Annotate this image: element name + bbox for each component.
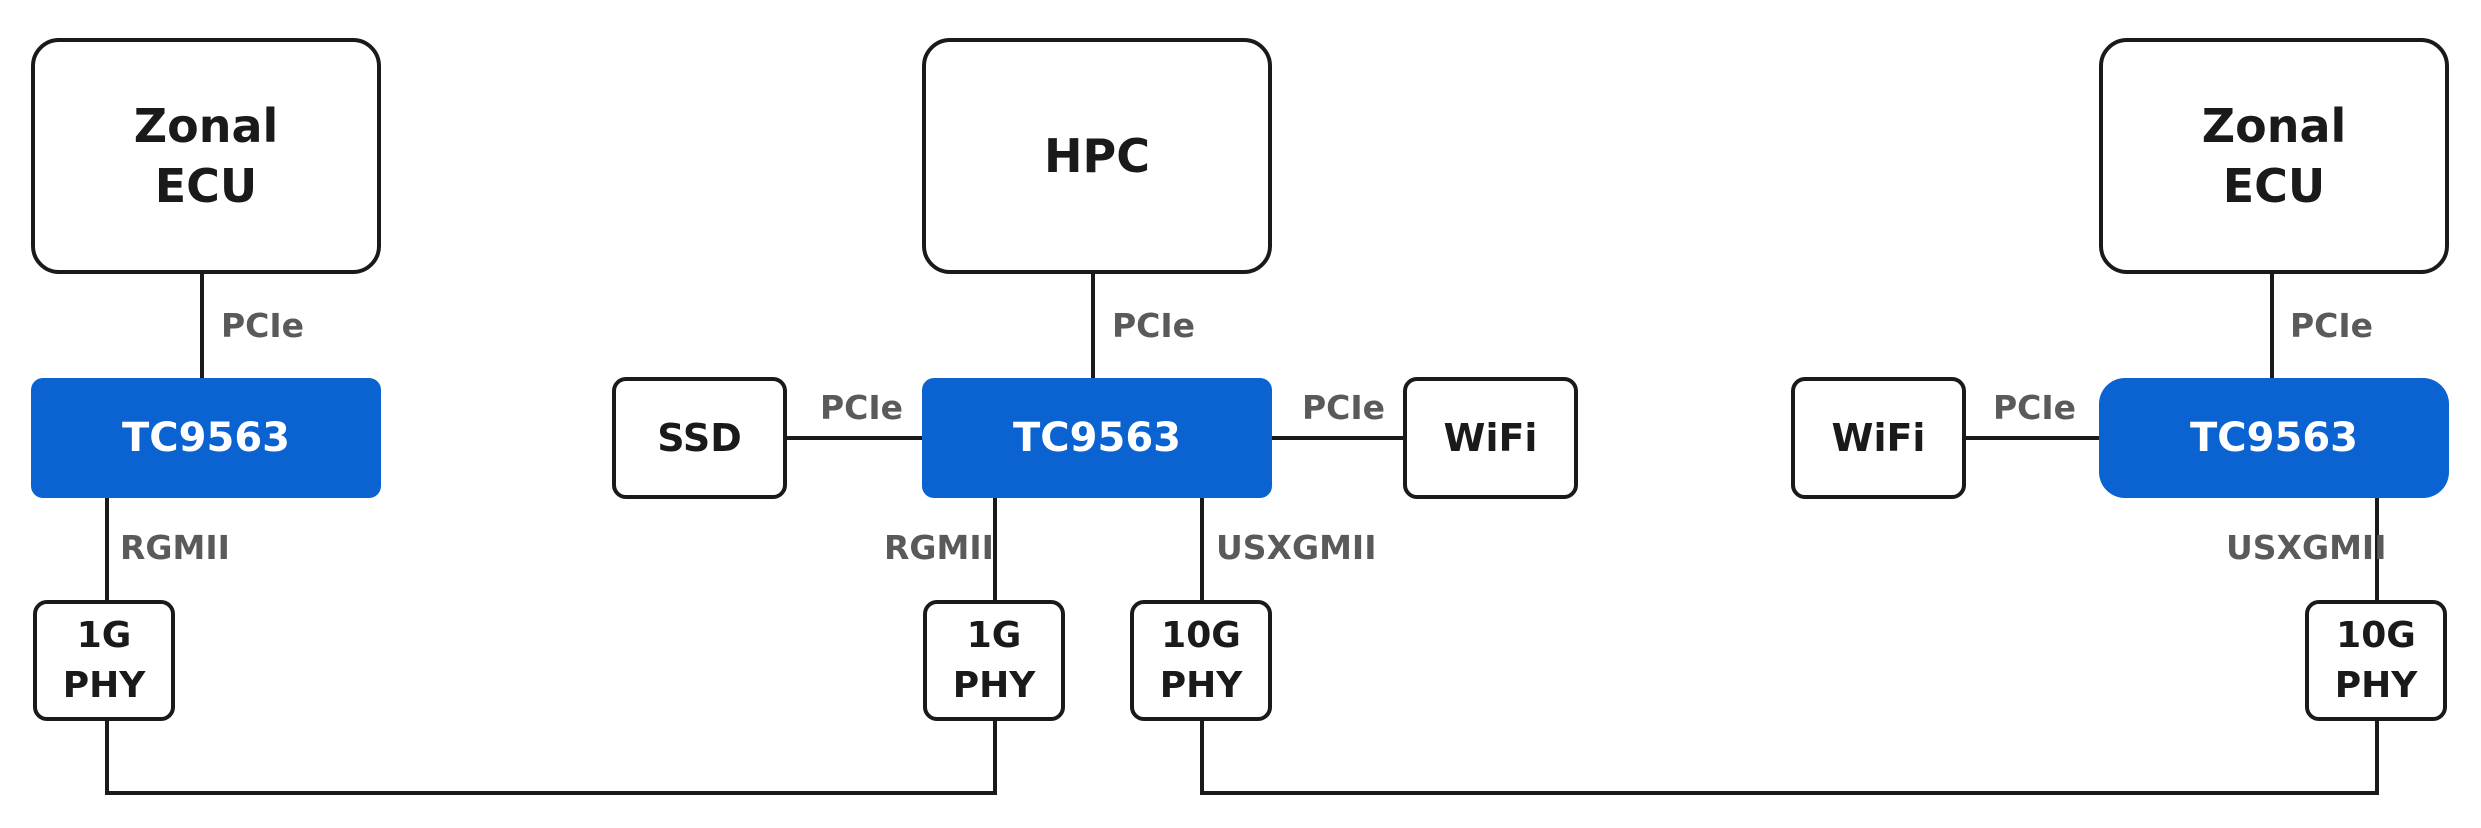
center-1g-line-1: 1G: [966, 614, 1022, 656]
center-wifi-box: WiFi: [1403, 377, 1578, 499]
center-10g-phy: 10G PHY: [1130, 600, 1272, 721]
left-ecu-line-2: ECU: [154, 159, 258, 213]
left-ecu-line-1: Zonal: [133, 99, 279, 153]
right-ecu-line-1: Zonal: [2201, 99, 2347, 153]
left-tc9563-chip: TC9563: [31, 378, 381, 498]
line-10g-phy-link: [1200, 718, 2379, 795]
center-1g-line-2: PHY: [952, 664, 1036, 706]
hpc-box: HPC: [922, 38, 1272, 274]
line-1g-phy-link: [105, 718, 997, 795]
right-phy-line-1: 10G: [2336, 614, 2416, 656]
left-zonal-ecu: Zonal ECU: [31, 38, 381, 274]
left-ecu-link-label: PCIe: [221, 306, 305, 345]
center-10g-link-label: USXGMII: [1216, 528, 1377, 567]
left-1g-phy: 1G PHY: [33, 600, 175, 721]
center-10g-line-2: PHY: [1159, 664, 1243, 706]
left-phy-line-2: PHY: [62, 664, 146, 706]
left-phy-line-1: 1G: [76, 614, 132, 656]
right-tc9563-chip: TC9563: [2099, 378, 2449, 498]
center-tc9563-chip: TC9563: [922, 378, 1272, 498]
right-10g-phy: 10G PHY: [2305, 600, 2447, 721]
right-phy-line-2: PHY: [2334, 664, 2418, 706]
center-wifi-link-label: PCIe: [1302, 388, 1386, 427]
center-10g-line-1: 10G: [1161, 614, 1241, 656]
right-zonal-ecu: Zonal ECU: [2099, 38, 2449, 274]
ssd-link-label: PCIe: [820, 388, 904, 427]
right-wifi-link-label: PCIe: [1993, 388, 2077, 427]
right-ecu-link-label: PCIe: [2290, 306, 2374, 345]
right-ecu-line-2: ECU: [2222, 159, 2326, 213]
left-phy-link-label: RGMII: [120, 528, 230, 567]
hpc-link-label: PCIe: [1112, 306, 1196, 345]
right-phy-link-label: USXGMII: [2226, 528, 2387, 567]
center-1g-link-label: RGMII: [884, 528, 994, 567]
ssd-box: SSD: [612, 377, 787, 499]
right-wifi-box: WiFi: [1791, 377, 1966, 499]
center-1g-phy: 1G PHY: [923, 600, 1065, 721]
